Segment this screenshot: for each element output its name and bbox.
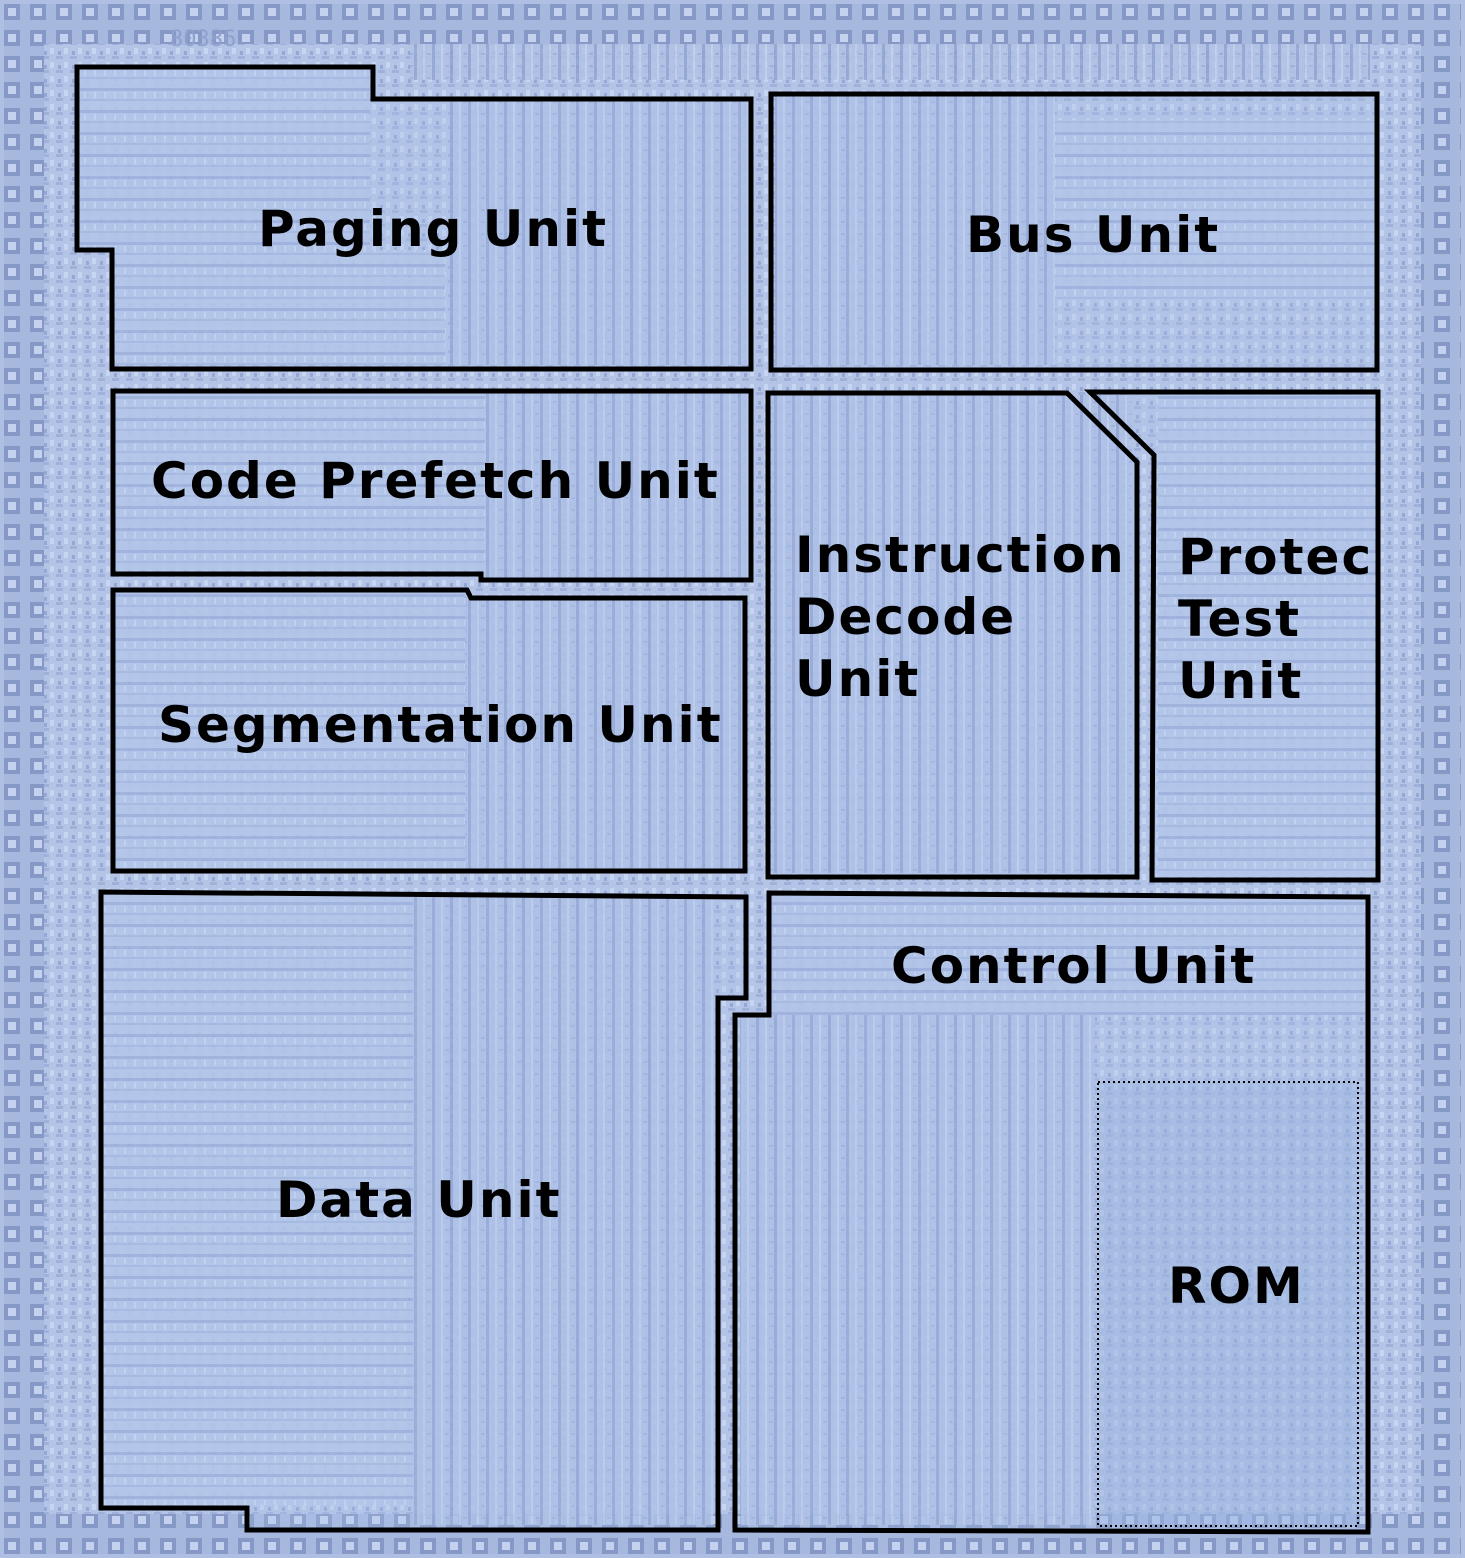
unit-labels: Paging Unit Bus Unit Code Prefetch Unit …: [151, 200, 1393, 1315]
protection-test-unit-region: [1083, 389, 1381, 883]
bus-unit-label: Bus Unit: [966, 206, 1220, 264]
paging-unit-label: Paging Unit: [258, 200, 608, 258]
bus-unit-region: [768, 91, 1380, 373]
die-marking: 80386: [170, 27, 236, 52]
data-unit-region: [98, 889, 749, 1533]
control-unit-region: [732, 890, 1371, 1535]
rom-region: [1097, 1081, 1359, 1527]
circuit-texture: [80, 70, 1376, 1525]
control-unit-label: Control Unit: [891, 937, 1256, 995]
rom-label: ROM: [1168, 1257, 1305, 1315]
segmentation-unit-label: Segmentation Unit: [158, 696, 723, 754]
instruction-decode-unit-region: [765, 390, 1140, 880]
instruction-decode-unit-label: Instruction Decode Unit: [795, 526, 1145, 708]
top-io-strip: [410, 44, 1370, 80]
protection-test-unit-label: Protec Test Unit: [1178, 528, 1393, 710]
paging-unit-region: [74, 64, 754, 372]
segmentation-unit-region: [110, 587, 748, 874]
code-prefetch-unit-region: [110, 388, 754, 583]
data-unit-label: Data Unit: [276, 1171, 562, 1229]
code-prefetch-unit-label: Code Prefetch Unit: [151, 452, 720, 510]
